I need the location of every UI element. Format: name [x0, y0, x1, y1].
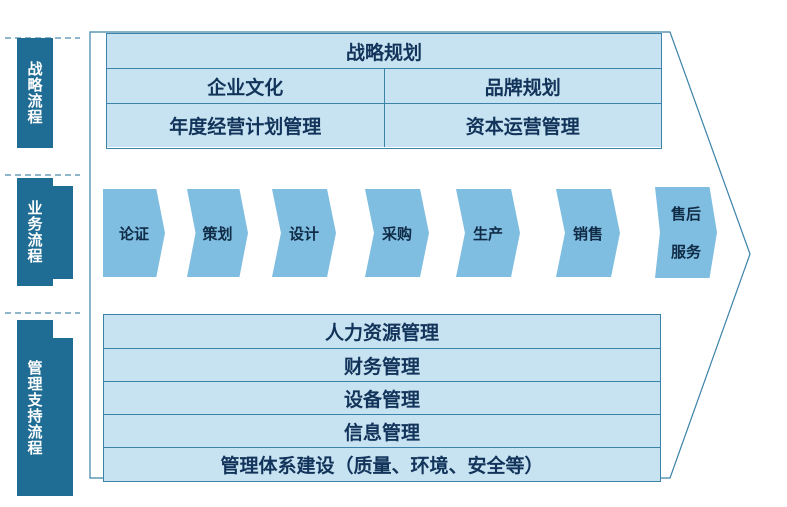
cell-finance-management: 财务管理 [104, 349, 660, 381]
cell-brand-planning: 品牌规划 [383, 69, 661, 103]
chevron-design: 设计 [272, 189, 336, 277]
chevron-production: 生产 [456, 189, 520, 277]
tab-management-shadow [53, 338, 73, 496]
main-arrow-outline [89, 31, 751, 479]
strategy-row-3: 年度经营计划管理 资本运营管理 [107, 104, 661, 147]
strategy-table: 战略规划 企业文化 品牌规划 年度经营计划管理 资本运营管理 [106, 33, 662, 149]
tab-business-process: 业务流程 [17, 178, 53, 286]
tab-business-shadow [53, 186, 73, 279]
management-row: 财务管理 [104, 349, 660, 382]
cell-capital-operations: 资本运营管理 [383, 104, 661, 147]
management-row: 管理体系建设（质量、环境、安全等） [104, 448, 660, 481]
cell-equipment-management: 设备管理 [104, 382, 660, 414]
chevron-label: 论证 [118, 224, 149, 243]
cell-management-system: 管理体系建设（质量、环境、安全等） [104, 448, 660, 481]
chevron-verification: 论证 [103, 189, 165, 277]
chevron-label-line1: 售后 [670, 205, 701, 224]
chevron-procurement: 采购 [365, 189, 429, 277]
tab-strategy-label: 战略流程 [27, 60, 43, 126]
chevron-after-sales-service: 售后 服务 [655, 187, 717, 278]
tab-business-label: 业务流程 [27, 199, 43, 265]
management-row: 人力资源管理 [104, 315, 660, 349]
chevron-sales: 销售 [556, 189, 620, 277]
chevron-label: 策划 [202, 224, 233, 243]
management-row: 信息管理 [104, 415, 660, 448]
cell-hr-management: 人力资源管理 [104, 315, 660, 348]
chevron-planning: 策划 [187, 189, 248, 277]
tab-management-label: 管理支持流程 [27, 359, 43, 457]
strategy-row-2: 企业文化 品牌规划 [107, 69, 661, 104]
management-row: 设备管理 [104, 382, 660, 415]
management-support-table: 人力资源管理 财务管理 设备管理 信息管理 管理体系建设（质量、环境、安全等） [103, 314, 661, 482]
chevron-label: 销售 [572, 224, 603, 243]
strategy-row-title: 战略规划 [107, 34, 661, 69]
cell-corporate-culture: 企业文化 [107, 69, 384, 103]
cell-strategic-planning: 战略规划 [107, 34, 661, 68]
chevron-label: 采购 [381, 224, 412, 243]
chevron-label: 设计 [288, 224, 319, 243]
tab-management-process: 管理支持流程 [17, 320, 53, 496]
chevron-label-line2: 服务 [670, 242, 701, 261]
tab-strategy-process: 战略流程 [17, 38, 53, 148]
cell-information-management: 信息管理 [104, 415, 660, 447]
chevron-label: 生产 [472, 224, 503, 243]
cell-annual-plan: 年度经营计划管理 [107, 104, 384, 147]
